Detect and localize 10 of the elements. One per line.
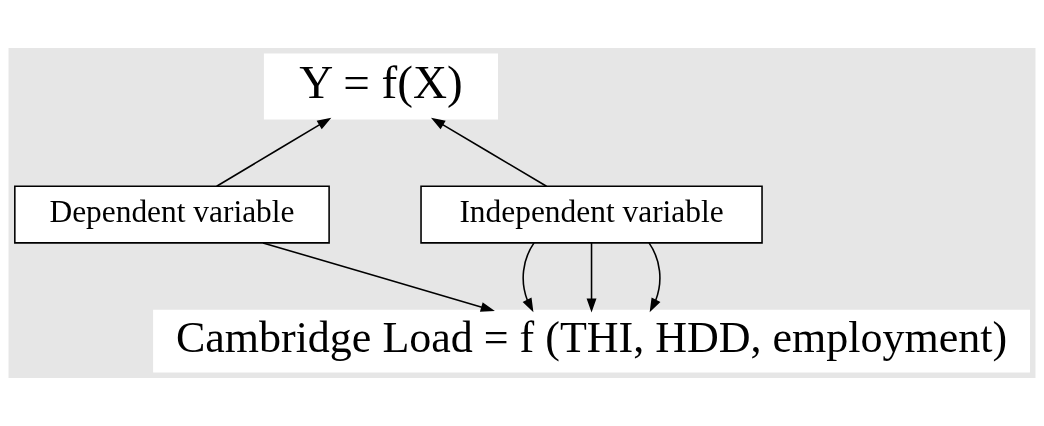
- arrow: [215, 117, 332, 188]
- node-box: Y = f(X): [263, 53, 499, 120]
- node-box: Independent variable: [420, 185, 763, 244]
- arrow: [586, 242, 597, 313]
- arrow: [430, 117, 548, 188]
- arrow: [648, 242, 661, 313]
- arrow: [262, 242, 495, 312]
- arrow: [522, 242, 535, 313]
- node-box: Dependent variable: [14, 185, 330, 244]
- node-box: Cambridge Load = f (THI, HDD, employment): [153, 309, 1030, 373]
